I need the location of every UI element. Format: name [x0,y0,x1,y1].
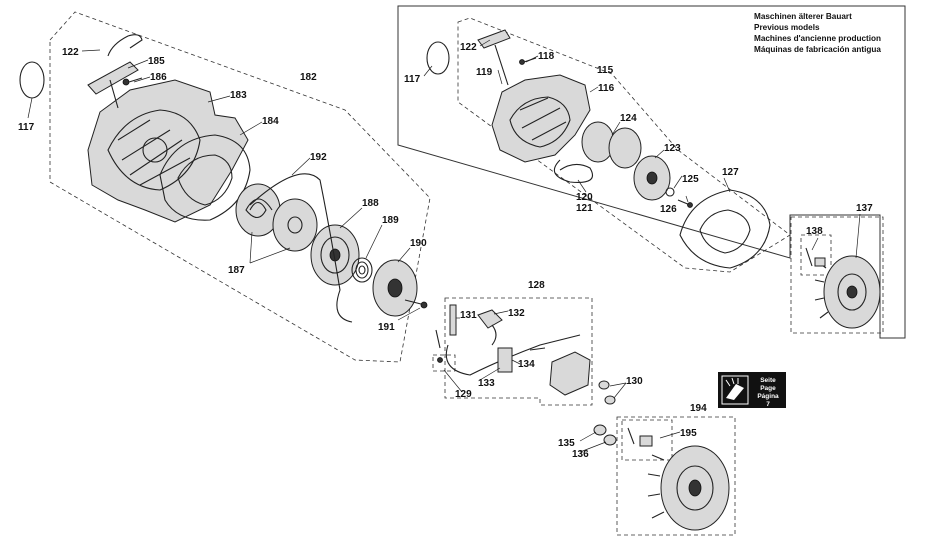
callout-126: 126 [660,204,677,215]
starter-rope-120 [553,159,594,183]
screw-186 [122,77,143,86]
starter-grip-119 [477,29,511,86]
callout-122b: 122 [460,42,477,53]
callout-labels: 122 185 186 117 182 183 184 192 188 189 … [18,42,873,460]
screw-126 [677,199,693,208]
legend-line-es: Máquinas de fabricación antigua [754,45,881,54]
legend-line-en: Previous models [754,23,820,32]
spark-plug-lead-131 [449,304,457,336]
callout-137: 137 [856,203,873,214]
group-box-138 [800,234,832,276]
callout-186: 186 [150,72,167,83]
callout-135: 135 [558,438,575,449]
o-ring-117-right [426,41,450,75]
group-box-182 [49,11,431,363]
group-box-137 [790,216,884,334]
callout-125: 125 [682,174,699,185]
nut-135 [593,424,607,436]
callout-120: 120 [576,192,593,203]
legend-line-fr: Machines d'ancienne production [754,34,881,43]
callout-117b: 117 [404,74,421,85]
callout-192: 192 [310,152,327,163]
starter-housing-183 [87,79,249,223]
callout-195: 195 [680,428,697,439]
callout-189: 189 [382,215,399,226]
callout-184: 184 [262,116,279,127]
callout-194: 194 [690,403,707,414]
starter-housing-116 [491,74,591,163]
callout-136: 136 [572,449,589,460]
callout-121: 121 [576,203,593,214]
callout-124: 124 [620,113,637,124]
group-box-195 [621,419,673,461]
callout-132: 132 [508,308,525,319]
callout-119: 119 [476,67,493,78]
spring-189 [351,257,373,283]
callout-190: 190 [410,238,427,249]
callout-131: 131 [460,310,477,321]
flywheel-194 [647,445,730,531]
callout-133: 133 [478,378,495,389]
rope-pulley-123 [633,155,671,201]
callout-115: 115 [597,65,614,76]
previous-models-legend: Maschinen älterer Bauart Previous models… [754,12,881,54]
callout-123: 123 [664,143,681,154]
screw-191 [404,299,428,309]
callout-122a: 122 [62,47,79,58]
callout-188: 188 [362,198,379,209]
callout-129: 129 [455,389,472,400]
callout-183: 183 [230,90,247,101]
key-195 [627,427,653,447]
drive-disc-190 [372,259,418,317]
washer-125 [665,187,675,197]
group-box-129 [432,354,456,372]
previous-models-frame [397,5,906,339]
callout-130: 130 [626,376,643,387]
ignition-module [549,351,591,396]
spark-plug-133 [497,347,513,373]
page-ref-line-es: Página [757,393,779,400]
callout-118: 118 [538,51,555,62]
page-ref-line-en: Page [760,385,776,392]
legend-line-de: Maschinen älterer Bauart [754,12,852,21]
callout-187: 187 [228,265,245,276]
rope-pulley-188 [310,224,360,286]
callout-117a: 117 [18,122,35,133]
chainsaw-book-icon [721,375,749,405]
screws-129 [435,329,443,363]
page-ref-line-de: Seite [760,377,776,384]
flywheel-137 [814,255,881,329]
washers-130 [598,380,616,405]
group-box-194 [616,416,736,536]
key-138 [805,247,826,267]
screw-134 [529,347,546,351]
starter-grip-185 [87,34,143,109]
washer-136 [603,434,617,446]
page-ref-number: 7 [766,401,770,408]
spring-cover-disc [272,198,318,252]
ignition-cable [445,334,581,376]
rewind-spring-124 [581,121,642,169]
page-reference-box [718,372,786,408]
callout-182: 182 [300,72,317,83]
callout-185: 185 [148,56,165,67]
spark-plug-cap-132 [477,309,503,346]
fan-cover-184 [159,134,251,221]
callout-138: 138 [806,226,823,237]
fan-cover-127 [679,189,771,269]
leader-lines [27,39,861,453]
callout-191: 191 [378,322,395,333]
starter-rope-192 [249,173,353,323]
callout-128: 128 [528,280,545,291]
callout-127: 127 [722,167,739,178]
page-reference-badge[interactable]: Seite Page Página 7 [718,372,786,408]
group-box-128 [444,297,593,406]
callout-116: 116 [598,83,615,94]
callout-134: 134 [518,359,535,370]
o-ring-117-left [19,61,45,99]
